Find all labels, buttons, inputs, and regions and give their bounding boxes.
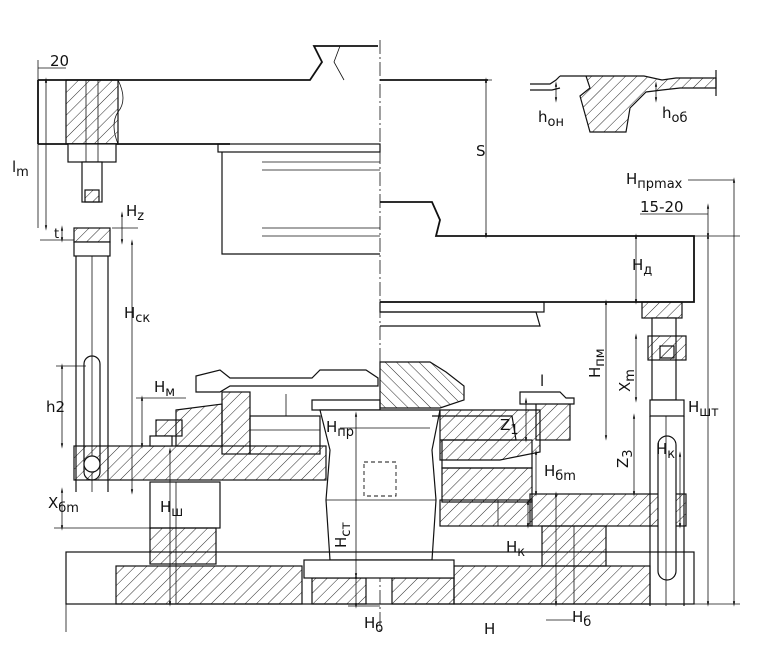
label-H-sh: Hш [160, 498, 183, 520]
label-H-main: H [484, 620, 495, 638]
label-H-d: Hд [632, 256, 652, 278]
label-h-ob: hоб [662, 104, 688, 126]
label-H-z: Hz [126, 202, 144, 224]
label-X-m: Xm [616, 369, 638, 392]
label-l-small: l [540, 372, 544, 390]
label-H-k-top: Hк [656, 440, 675, 462]
label-H-b-left: Hб [364, 614, 383, 636]
right-upper-plate [379, 201, 695, 417]
blank-profile-detail [530, 70, 717, 133]
support-blocks [149, 481, 607, 604]
dim-20: 20 [50, 52, 69, 70]
label-S: S [476, 142, 486, 160]
label-H-k-bot: Hк [506, 538, 525, 560]
dimension-lines [37, 60, 740, 632]
left-blankholder [149, 369, 379, 455]
label-h-on: hон [538, 108, 564, 130]
label-H-m: Hм [154, 378, 175, 400]
label-H-sk: Hск [124, 304, 150, 326]
center-punch [311, 361, 465, 561]
upper-die-holder [217, 143, 381, 255]
label-Z3: Z3 [614, 449, 636, 468]
label-H-b-right: Hб [572, 608, 591, 630]
label-H-pr: Hпр [326, 418, 354, 440]
right-guide-column [649, 416, 685, 606]
label-h2: h2 [46, 398, 65, 416]
dimension-labels: 20 lm t Hz Hск h2 Hм Xбm Hш Hпр Hст Hб H… [12, 52, 719, 638]
label-H-sht: Hшт [688, 398, 719, 420]
label-t: t [54, 227, 59, 242]
label-H-st: Hст [332, 522, 354, 548]
left-shank-top [65, 79, 124, 203]
bottom-plate [65, 551, 695, 605]
label-l-m: lm [12, 158, 29, 180]
right-die-block [432, 391, 687, 527]
label-H-prmax: Hпрmax [626, 170, 683, 192]
label-X-bm: Xбm [48, 494, 79, 516]
label-15-20: 15-20 [640, 198, 684, 216]
left-lower-arm [73, 445, 327, 481]
label-H-bm: Hбm [544, 462, 576, 484]
label-H-pm: Hпм [586, 348, 608, 378]
label-Z1: Z1 [500, 416, 519, 438]
